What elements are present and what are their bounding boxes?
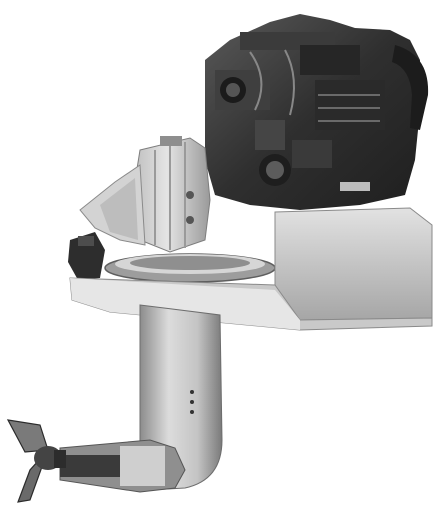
- engine-block: [205, 14, 429, 210]
- engine-bed: [69, 207, 433, 331]
- water-inlet-fitting: [68, 232, 105, 280]
- mounting-flange: [104, 253, 276, 283]
- propeller: [6, 419, 66, 503]
- flywheel-cover: [79, 164, 146, 246]
- lower-gear-housing: [59, 439, 186, 493]
